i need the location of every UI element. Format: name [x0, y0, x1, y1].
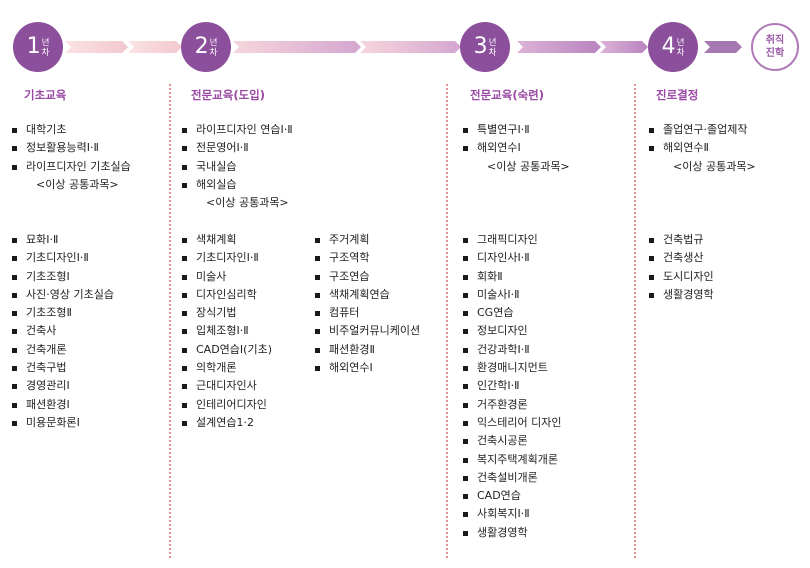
course-item: 디자인사Ⅰ·Ⅱ [462, 249, 561, 267]
intro-major-courses-b: 주거계획 구조역학 구조연습 색채계획연습 컴퓨터 비주얼커뮤니케이션 패션환경… [314, 231, 420, 377]
course-item: 구조연습 [314, 268, 420, 286]
common-courses-note: <이상 공통과목> [673, 159, 756, 173]
arrow-segment [128, 41, 182, 53]
course-item: CAD연습Ⅰ(기초) [181, 341, 272, 359]
course-item: 건축시공론 [462, 432, 561, 450]
course-item: 정보활용능력Ⅰ·Ⅱ [11, 139, 131, 157]
course-item: 묘화Ⅰ·Ⅱ [11, 231, 114, 249]
course-item: 패션환경Ⅱ [314, 341, 420, 359]
arrow-segment [233, 41, 361, 53]
course-item: 국내실습 [181, 158, 293, 176]
common-courses-note: <이상 공통과목> [206, 196, 289, 210]
common-courses-note: <이상 공통과목> [36, 177, 119, 191]
course-item: 설계연습1·2 [181, 414, 272, 432]
course-item: 회화Ⅱ [462, 268, 561, 286]
course-item: 라이프디자인 기초실습 [11, 158, 131, 176]
course-item: 색채계획연습 [314, 286, 420, 304]
course-item: 컴퓨터 [314, 304, 420, 322]
course-item: 건축개론 [11, 341, 114, 359]
common-courses-note: <이상 공통과목> [487, 159, 570, 173]
course-item: 디자인심리학 [181, 286, 272, 304]
course-item: 대학기초 [11, 121, 131, 139]
course-item: 입체조형Ⅰ·Ⅱ [181, 322, 272, 340]
course-item: CG연습 [462, 304, 561, 322]
course-item: 미술사 [181, 268, 272, 286]
course-item: 구조역학 [314, 249, 420, 267]
career-common-courses: 졸업연구·졸업제작 해외연수Ⅱ <이상 공통과목> [648, 121, 756, 176]
column-header-advanced: 전문교육(숙련) [470, 88, 544, 102]
arrow-segment [517, 41, 601, 53]
arrow-segment [65, 41, 128, 53]
course-item: 특별연구Ⅰ·Ⅱ [462, 121, 570, 139]
column-header-intro: 전문교육(도입) [191, 88, 265, 102]
course-item: 건축설비개론 [462, 469, 561, 487]
course-item: 건축법규 [648, 231, 714, 249]
course-item: 생활경영학 [462, 524, 561, 542]
course-item: 해외연수Ⅰ [462, 139, 570, 157]
course-item: 건축구법 [11, 359, 114, 377]
course-item: 생활경영학 [648, 286, 714, 304]
course-item: 인테리어디자인 [181, 396, 272, 414]
course-item: 도시디자인 [648, 268, 714, 286]
course-item: 미술사Ⅰ·Ⅱ [462, 286, 561, 304]
intro-major-courses-a: 색채계획 기초디자인Ⅰ·Ⅱ 미술사 디자인심리학 장식기법 입체조형Ⅰ·Ⅱ CA… [181, 231, 272, 432]
career-major-courses: 건축법규 건축생산 도시디자인 생활경영학 [648, 231, 714, 304]
arrow-segment [704, 41, 742, 53]
course-item: 복지주택계획개론 [462, 451, 561, 469]
column-divider [446, 84, 448, 558]
intro-common-courses: 라이프디자인 연습Ⅰ·Ⅱ 전문영어Ⅰ·Ⅱ 국내실습 해외실습 <이상 공통과목> [181, 121, 293, 212]
column-divider [169, 84, 171, 558]
course-item: 기초조형Ⅰ [11, 268, 114, 286]
course-item: 기초디자인Ⅰ·Ⅱ [11, 249, 114, 267]
course-item: 건강과학Ⅰ·Ⅱ [462, 341, 561, 359]
course-item: 색채계획 [181, 231, 272, 249]
arrow-segment [360, 41, 461, 53]
basic-major-courses: 묘화Ⅰ·Ⅱ 기초디자인Ⅰ·Ⅱ 기초조형Ⅰ 사진·영상 기초실습 기초조형Ⅱ 건축… [11, 231, 114, 432]
course-item: 그래픽디자인 [462, 231, 561, 249]
column-header-career: 진로결정 [656, 88, 699, 102]
course-item: 익스테리어 디자인 [462, 414, 561, 432]
course-item: 전문영어Ⅰ·Ⅱ [181, 139, 293, 157]
course-item: 인간학Ⅰ·Ⅱ [462, 377, 561, 395]
advanced-major-courses: 그래픽디자인 디자인사Ⅰ·Ⅱ 회화Ⅱ 미술사Ⅰ·Ⅱ CG연습 정보디자인 건강과… [462, 231, 561, 542]
basic-common-courses: 대학기초 정보활용능력Ⅰ·Ⅱ 라이프디자인 기초실습 <이상 공통과목> [11, 121, 131, 194]
course-item: CAD연습 [462, 487, 561, 505]
course-item: 건축사 [11, 322, 114, 340]
advanced-common-courses: 특별연구Ⅰ·Ⅱ 해외연수Ⅰ <이상 공통과목> [462, 121, 570, 176]
arrow-segment [600, 41, 648, 53]
course-item: 건축생산 [648, 249, 714, 267]
column-header-basic: 기초교육 [24, 88, 67, 102]
course-item: 졸업연구·졸업제작 [648, 121, 756, 139]
course-item: 해외실습 [181, 176, 293, 194]
course-item: 패션환경Ⅰ [11, 396, 114, 414]
course-item: 라이프디자인 연습Ⅰ·Ⅱ [181, 121, 293, 139]
course-item: 기초조형Ⅱ [11, 304, 114, 322]
course-item: 근대디자인사 [181, 377, 272, 395]
course-item: 미용문화론Ⅰ [11, 414, 114, 432]
course-item: 경영관리Ⅰ [11, 377, 114, 395]
course-item: 거주환경론 [462, 396, 561, 414]
course-item: 사회복지Ⅰ·Ⅱ [462, 505, 561, 523]
course-item: 환경매니지먼트 [462, 359, 561, 377]
timeline-arrows [65, 41, 742, 53]
course-item: 주거계획 [314, 231, 420, 249]
course-item: 기초디자인Ⅰ·Ⅱ [181, 249, 272, 267]
course-item: 사진·영상 기초실습 [11, 286, 114, 304]
course-item: 정보디자인 [462, 322, 561, 340]
course-item: 비주얼커뮤니케이션 [314, 322, 420, 340]
course-item: 장식기법 [181, 304, 272, 322]
course-item: 의학개론 [181, 359, 272, 377]
column-divider [634, 84, 636, 558]
course-item: 해외연수Ⅰ [314, 359, 420, 377]
course-item: 해외연수Ⅱ [648, 139, 756, 157]
final-goal-circle: 취직 진학 [751, 23, 799, 71]
